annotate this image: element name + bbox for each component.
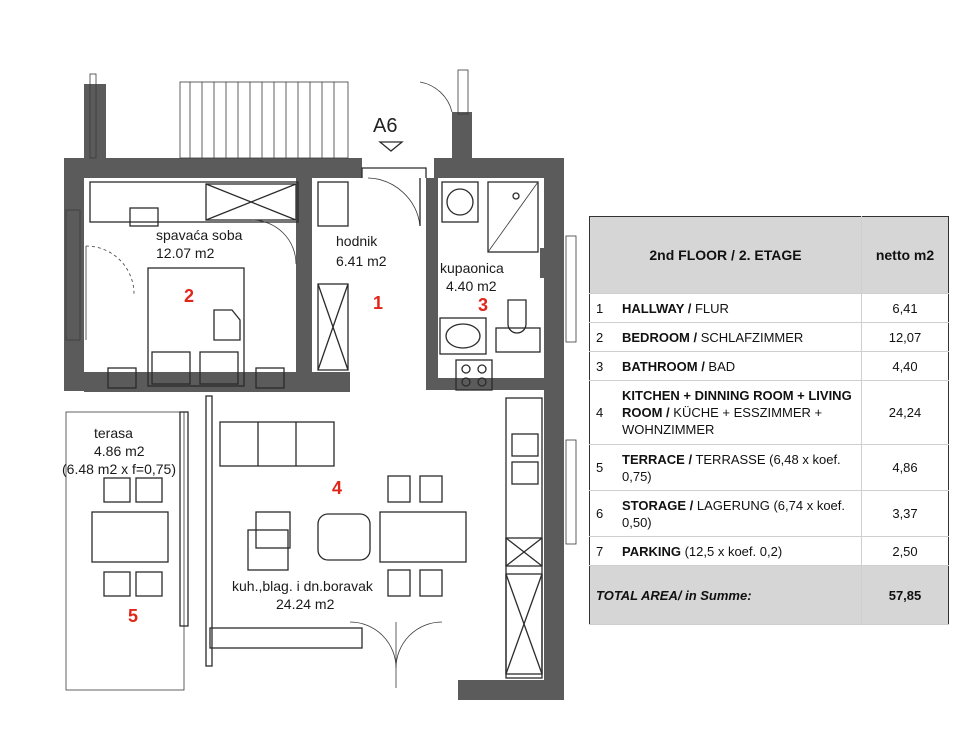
table-row: 5 TERRACE / TERRASSE (6,48 x koef. 0,75)… (589, 444, 949, 491)
table-row: 3 BATHROOM / BAD 4,40 (589, 351, 949, 381)
row-name: BEDROOM / SCHLAFZIMMER (616, 322, 862, 352)
hallway-furniture (317, 181, 349, 371)
row-name: BATHROOM / BAD (616, 351, 862, 381)
row-value: 2,50 (861, 536, 949, 566)
terrace-name: terasa (94, 425, 133, 441)
table-total-row: TOTAL AREA/ in Summe: 57,85 (589, 565, 949, 625)
staircase (179, 81, 349, 159)
row-name: TERRACE / TERRASSE (6,48 x koef. 0,75) (616, 444, 862, 491)
row-value: 4,86 (861, 444, 949, 491)
row-value: 4,40 (861, 351, 949, 381)
table-title: 2nd FLOOR / 2. ETAGE (589, 216, 862, 294)
row-number: 7 (589, 536, 616, 566)
living-furniture (205, 395, 467, 688)
table-row: 1 HALLWAY / FLUR 6,41 (589, 293, 949, 323)
row-name: STORAGE / LAGERUNG (6,74 x koef. 0,50) (616, 490, 862, 537)
row-name: KITCHEN + DINNING ROOM + LIVING ROOM / K… (616, 380, 862, 445)
row-number: 4 (589, 380, 616, 445)
row-value: 12,07 (861, 322, 949, 352)
bedroom-name: spavaća soba (156, 227, 243, 243)
bedroom-furniture (85, 181, 299, 389)
terrace-note: (6.48 m2 x f=0,75) (62, 461, 176, 477)
living-name: kuh.,blag. i dn.boravak (232, 578, 374, 594)
row-name: HALLWAY / FLUR (616, 293, 862, 323)
windows (65, 69, 577, 545)
row-number: 2 (589, 322, 616, 352)
table-row: 4 KITCHEN + DINNING ROOM + LIVING ROOM /… (589, 380, 949, 445)
total-label: TOTAL AREA/ in Summe: (589, 565, 862, 625)
row-number: 5 (589, 444, 616, 491)
row-number: 3 (589, 351, 616, 381)
bedroom-marker: 2 (184, 286, 194, 306)
hallway-marker: 1 (373, 293, 383, 313)
entrance-arrow-icon (378, 141, 404, 152)
table-value-header: netto m2 (861, 216, 949, 294)
entrance-label: A6 (373, 115, 397, 137)
bathroom-marker: 3 (478, 295, 488, 315)
bedroom-area: 12.07 m2 (156, 245, 215, 261)
table-row: 7 PARKING (12,5 x koef. 0,2) 2,50 (589, 536, 949, 566)
total-value: 57,85 (861, 565, 949, 625)
terrace-marker: 5 (128, 606, 138, 626)
row-value: 6,41 (861, 293, 949, 323)
hallway-area: 6.41 m2 (336, 253, 387, 269)
hallway-name: hodnik (336, 233, 378, 249)
row-number: 1 (589, 293, 616, 323)
bathroom-area: 4.40 m2 (446, 278, 497, 294)
area-table: 2nd FLOOR / 2. ETAGE netto m2 1 HALLWAY … (589, 216, 949, 625)
entrance-door (361, 81, 453, 227)
living-marker: 4 (332, 478, 342, 498)
row-value: 3,37 (861, 490, 949, 537)
floor-plan: A6 (62, 69, 577, 700)
table-row: 6 STORAGE / LAGERUNG (6,74 x koef. 0,50)… (589, 490, 949, 537)
row-number: 6 (589, 490, 616, 537)
table-header: 2nd FLOOR / 2. ETAGE netto m2 (589, 216, 949, 294)
row-value: 24,24 (861, 380, 949, 445)
living-area: 24.24 m2 (276, 596, 335, 612)
room-labels: hodnik 6.41 m2 1 spavaća soba 12.07 m2 2… (62, 227, 504, 626)
table-row: 2 BEDROOM / SCHLAFZIMMER 12,07 (589, 322, 949, 352)
bathroom-fixtures (439, 181, 541, 355)
row-name: PARKING (12,5 x koef. 0,2) (616, 536, 862, 566)
terrace-area: 4.86 m2 (94, 443, 145, 459)
kitchen-counter (455, 359, 543, 679)
bathroom-name: kupaonica (440, 260, 504, 276)
terrace-furniture (65, 411, 189, 691)
